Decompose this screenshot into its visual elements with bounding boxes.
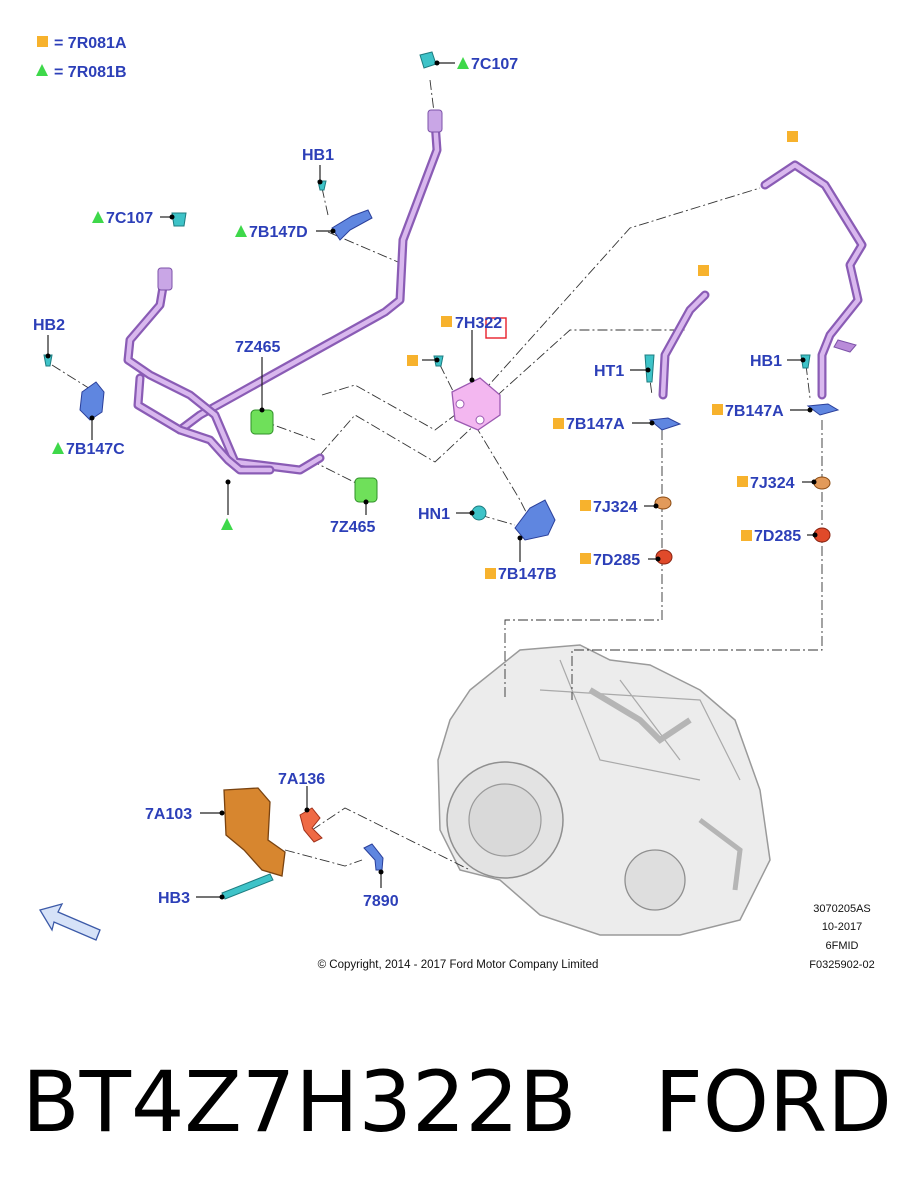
nuts	[654, 476, 831, 565]
square-marker-bolt	[407, 355, 418, 366]
callout-7b147d: 7B147D	[249, 224, 308, 241]
square-marker-7d285-left	[580, 553, 591, 564]
bracket-7b147b	[514, 499, 556, 541]
highlight-box	[485, 317, 507, 339]
lower-parts	[223, 787, 384, 877]
callout-7c107-left: 7C107	[106, 210, 153, 227]
part-7h322-block	[451, 377, 501, 431]
square-marker-7b147a-left	[553, 418, 564, 429]
leader-lines	[45, 60, 818, 900]
transmission-housing	[437, 644, 771, 936]
callout-hb2: HB2	[33, 317, 65, 334]
nut-7j324-right	[813, 476, 831, 490]
callout-7b147a-left: 7B147A	[566, 416, 625, 433]
callout-7h322: 7H322	[455, 315, 502, 332]
clip-7c107-left	[171, 212, 187, 227]
clip-7c107-top	[419, 51, 437, 69]
bolt-hb3	[221, 873, 274, 900]
callout-7d285-left: 7D285	[593, 552, 640, 569]
legend-square-label: = 7R081A	[54, 35, 127, 52]
bracket-7b147a-left	[648, 417, 682, 431]
nut-7j324-left	[654, 496, 672, 510]
bushings	[250, 409, 378, 503]
callout-7890: 7890	[363, 893, 399, 910]
part-7a103	[223, 787, 286, 877]
square-marker-7h322	[441, 316, 452, 327]
bushing-7z465-top	[250, 409, 274, 435]
triangle-marker-7c107-top	[457, 57, 469, 69]
triangle-marker-7b147d	[235, 225, 247, 237]
square-marker-7j324-left	[580, 500, 591, 511]
callout-markers	[52, 57, 798, 579]
part-7a136	[299, 807, 323, 843]
callout-7a103: 7A103	[145, 806, 192, 823]
square-marker-pipe-right	[787, 131, 798, 142]
meta-line-1: 3070205AS	[813, 903, 871, 915]
callout-7b147b: 7B147B	[498, 566, 557, 583]
bracket-7b147c	[79, 381, 105, 421]
callout-hb3: HB3	[158, 890, 190, 907]
part-caption: BT4Z7H322B FORD	[22, 1052, 902, 1152]
bushing-7z465-bottom	[354, 477, 378, 503]
assembly-lines	[51, 79, 823, 871]
square-marker-pipe-left	[698, 265, 709, 276]
callout-7j324-left: 7J324	[593, 499, 638, 516]
part-7890	[363, 843, 384, 871]
callout-7b147c: 7B147C	[66, 441, 125, 458]
callout-7d285-right: 7D285	[754, 528, 801, 545]
callout-hb1-left: HB1	[302, 147, 334, 164]
square-marker-7b147a-right	[712, 404, 723, 415]
bracket-7b147a-right	[806, 403, 840, 416]
square-marker-7j324-right	[737, 476, 748, 487]
front-direction-arrow-icon	[39, 902, 101, 941]
triangle-marker-pipe	[221, 518, 233, 530]
meta-line-3: 6FMID	[826, 940, 859, 952]
square-marker-7d285-right	[741, 530, 752, 541]
callout-7j324-right: 7J324	[750, 475, 795, 492]
legend: = 7R081A = 7R081B	[36, 35, 127, 81]
callout-7c107-top: 7C107	[471, 56, 518, 73]
callout-hb1-right: HB1	[750, 353, 782, 370]
triangle-marker-7c107-left	[92, 211, 104, 223]
brackets	[79, 209, 840, 541]
square-marker-7b147b	[485, 568, 496, 579]
callout-7z465-bottom: 7Z465	[330, 519, 375, 536]
part-number: BT4Z7H322B	[22, 1053, 577, 1151]
callout-7a136: 7A136	[278, 771, 325, 788]
legend-triangle-icon	[36, 64, 48, 76]
callout-hn1: HN1	[418, 506, 450, 523]
legend-triangle-label: = 7R081B	[54, 64, 127, 81]
callout-labels: 7C107 HB1 7C107 7B147D HB2 7Z465 7H322 7…	[33, 56, 801, 910]
right-cooler-pipes	[658, 160, 867, 400]
left-cooler-pipe-assembly	[123, 109, 443, 475]
brand-name: FORD	[654, 1053, 892, 1151]
callout-7z465-top: 7Z465	[235, 339, 280, 356]
legend-square-icon	[37, 36, 48, 47]
callout-7b147a-right: 7B147A	[725, 403, 784, 420]
drawing-meta: 3070205AS 10-2017 6FMID F0325902-02 © Co…	[318, 903, 875, 971]
exploded-parts-diagram: = 7R081A = 7R081B	[33, 35, 875, 971]
copyright-notice: © Copyright, 2014 - 2017 Ford Motor Comp…	[318, 959, 599, 971]
bracket-7b147d	[331, 209, 373, 241]
callout-ht1: HT1	[594, 363, 624, 380]
meta-line-2: 10-2017	[822, 921, 862, 933]
triangle-marker-7b147c	[52, 442, 64, 454]
meta-line-4: F0325902-02	[809, 959, 874, 971]
